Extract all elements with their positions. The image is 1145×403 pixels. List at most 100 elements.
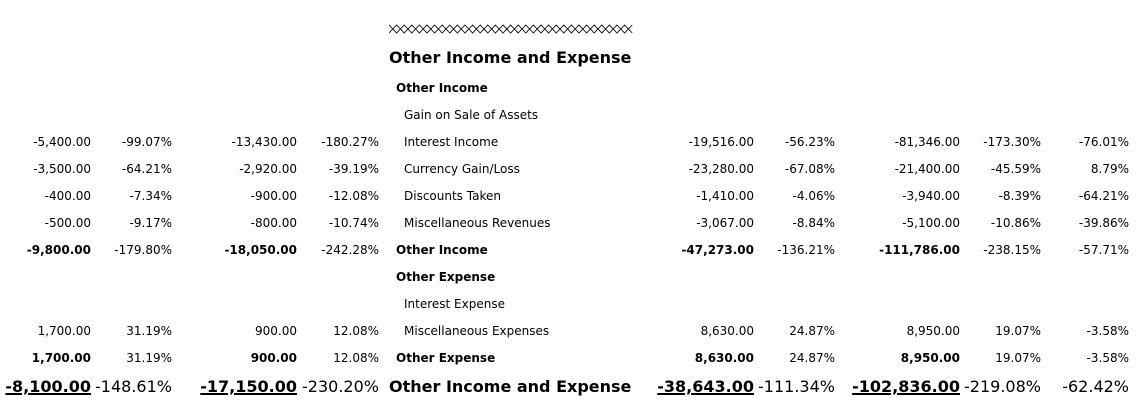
row-label: Other Income <box>396 81 488 95</box>
percent-cell: -9.17% <box>129 216 172 230</box>
percent-cell: -136.21% <box>777 243 835 257</box>
amount-cell <box>640 264 754 291</box>
amount-cell <box>172 75 297 102</box>
amount-cell: -3,500.00 <box>33 162 91 176</box>
amount-cell: -38,643.00 <box>657 377 754 396</box>
amount-cell <box>0 264 91 291</box>
amount-cell: -2,920.00 <box>239 162 297 176</box>
amount-cell: -18,050.00 <box>224 243 297 257</box>
percent-cell: -148.61% <box>95 377 172 396</box>
amount-cell: -81,346.00 <box>894 135 960 149</box>
percent-cell <box>91 264 172 291</box>
row-label: Miscellaneous Expenses <box>404 324 550 338</box>
percent-cell: 8.79% <box>1090 162 1129 176</box>
percent-cell: -39.19% <box>328 162 379 176</box>
amount-cell: 8,630.00 <box>694 351 754 365</box>
percent-cell: -64.21% <box>121 162 172 176</box>
amount-cell: 8,630.00 <box>700 324 754 338</box>
amount-cell: -9,800.00 <box>26 243 91 257</box>
percent-cell: -10.74% <box>328 216 379 230</box>
row-label: Interest Expense <box>404 297 505 311</box>
amount-cell <box>172 264 297 291</box>
percent-cell: -180.27% <box>321 135 379 149</box>
amount-cell <box>835 291 960 318</box>
percent-cell <box>754 291 835 318</box>
amount-cell: -17,150.00 <box>200 377 297 396</box>
percent-cell: -76.01% <box>1078 135 1129 149</box>
percent-cell: -179.80% <box>114 243 172 257</box>
row-label: Other Income and Expense <box>389 377 632 396</box>
amount-cell: -13,430.00 <box>231 135 297 149</box>
percent-cell <box>1041 291 1129 318</box>
percent-cell <box>1041 75 1129 102</box>
amount-cell: 1,700.00 <box>31 351 91 365</box>
percent-cell <box>297 102 379 129</box>
amount-cell: 8,950.00 <box>900 351 960 365</box>
percent-cell <box>1041 264 1129 291</box>
row-label: Other Expense <box>396 351 496 365</box>
amount-cell: -21,400.00 <box>894 162 960 176</box>
percent-cell: 12.08% <box>333 351 379 365</box>
amount-cell <box>640 291 754 318</box>
amount-cell: -5,400.00 <box>33 135 91 149</box>
grand-total-row: -8,100.00-148.61% -17,150.00 -230.20% -38,6… <box>0 373 1145 400</box>
percent-cell: -230.20% <box>302 377 379 396</box>
amount-cell: 900.00 <box>255 324 297 338</box>
percent-cell: -57.71% <box>1078 243 1129 257</box>
percent-cell <box>91 75 172 102</box>
percent-cell: -4.06% <box>792 189 835 203</box>
percent-cell: 24.87% <box>789 351 835 365</box>
percent-cell: -173.30% <box>983 135 1041 149</box>
amount-cell <box>640 75 754 102</box>
percent-cell: -3.58% <box>1086 324 1129 338</box>
row-label: Miscellaneous Revenues <box>404 216 551 230</box>
amount-cell: -102,836.00 <box>852 377 960 396</box>
subtotal-row: 1,700.00 31.19% 900.00 12.08% 8,630.00 24.87%… <box>0 345 1145 372</box>
percent-cell <box>297 75 379 102</box>
amount-cell <box>835 102 960 129</box>
amount-cell: 8,950.00 <box>906 324 960 338</box>
percent-cell: -64.21% <box>1078 189 1129 203</box>
amount-cell: -3,067.00 <box>696 216 754 230</box>
percent-cell: 31.19% <box>126 351 172 365</box>
percent-cell: 31.19% <box>126 324 172 338</box>
detail-row: -400.00-7.34%-900.00-12.08%-1,410.00-4.0… <box>0 183 1145 210</box>
percent-cell: -12.08% <box>328 189 379 203</box>
detail-row: -500.00 -9.17% -800.00 -10.74% -3,067.00 -8.8… <box>0 210 1145 237</box>
amount-cell: -900.00 <box>250 189 297 203</box>
amount-cell: -47,273.00 <box>681 243 754 257</box>
amount-cell: -800.00 <box>250 216 297 230</box>
percent-cell: -8.84% <box>792 216 835 230</box>
decorative-squiggle <box>389 24 633 34</box>
row-label: Gain on Sale of Assets <box>404 108 539 122</box>
detail-row: -3,500.00 -64.21% -2,920.00 -39.19% -23,280.… <box>0 156 1145 183</box>
detail-row: Interest Expense <box>0 291 1145 318</box>
amount-cell <box>172 102 297 129</box>
percent-cell: -3.58% <box>1086 351 1129 365</box>
group-header-row: Other Expense <box>0 264 1145 291</box>
percent-cell <box>960 75 1041 102</box>
percent-cell: -67.08% <box>784 162 835 176</box>
percent-cell <box>754 102 835 129</box>
amount-cell <box>172 291 297 318</box>
detail-row: Gain on Sale of Assets <box>0 102 1145 129</box>
percent-cell <box>297 264 379 291</box>
amount-cell: -8,100.00 <box>5 377 91 396</box>
percent-cell: -219.08% <box>964 377 1041 396</box>
percent-cell <box>297 291 379 318</box>
amount-cell: -500.00 <box>44 216 91 230</box>
percent-cell: -7.34% <box>129 189 172 203</box>
percent-cell: -10.86% <box>990 216 1041 230</box>
amount-cell <box>0 291 91 318</box>
amount-cell: -1,410.00 <box>696 189 754 203</box>
amount-cell: 1,700.00 <box>37 324 91 338</box>
percent-cell: -62.42% <box>1062 377 1129 396</box>
amount-cell <box>0 75 91 102</box>
row-label: Interest Income <box>404 135 499 149</box>
amount-cell: 900.00 <box>250 351 297 365</box>
percent-cell <box>960 264 1041 291</box>
percent-cell: -111.34% <box>758 377 835 396</box>
amount-cell: -23,280.00 <box>688 162 754 176</box>
subtotal-row: -9,800.00-179.80%-18,050.00-242.28%-47,2… <box>0 237 1145 264</box>
